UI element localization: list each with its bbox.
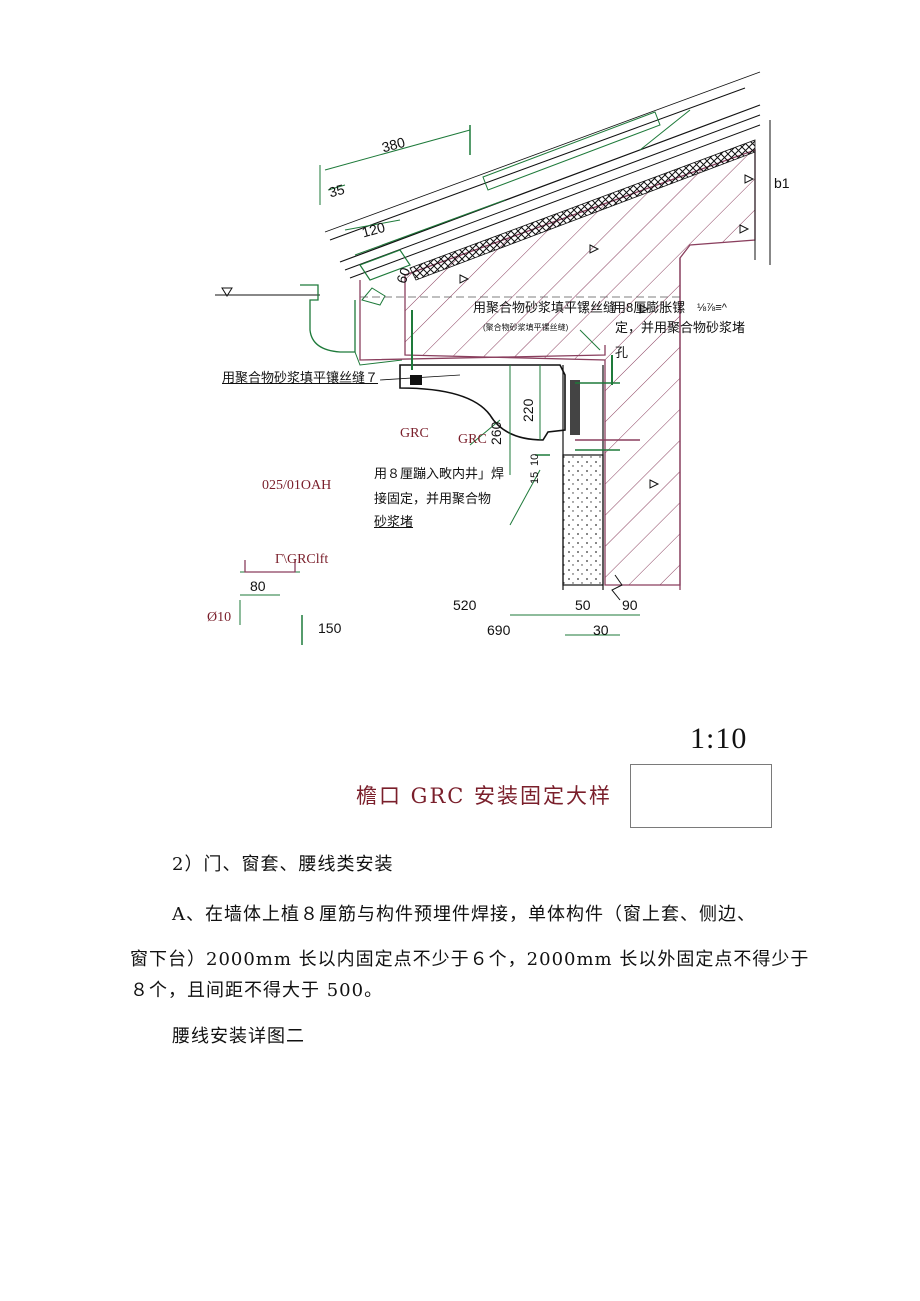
note-embed-2: 接固定，并用聚合物 xyxy=(374,491,492,506)
dim-520: 520 xyxy=(453,597,477,613)
dim-15: 15 xyxy=(529,471,541,484)
dim-90: 90 xyxy=(622,597,638,613)
note-embed-3: 砂浆堵 xyxy=(374,514,414,529)
label-code: 025/01OAH xyxy=(262,478,332,493)
eaves-grc-detail-drawing xyxy=(215,71,771,645)
dim-220: 220 xyxy=(520,398,536,422)
dim-b1: b1 xyxy=(774,175,790,191)
label-grc-b: GRC xyxy=(458,432,487,447)
drawing-title: 檐口 GRC 安装固定大样 xyxy=(356,784,613,808)
title-block-box xyxy=(630,764,772,828)
subheading: 腰线安装详图二 xyxy=(172,1026,305,1047)
label-bar-diameter: Ø10 xyxy=(207,610,232,625)
dim-10: 10 xyxy=(529,453,541,466)
dim-150: 150 xyxy=(318,620,342,636)
note-mortar-fill-top-sub: (聚合物砂浆填平镙丝缝) xyxy=(483,323,569,332)
dim-50: 50 xyxy=(575,597,591,613)
note-mortar-fill-left: 用聚合物砂浆填平镶丝缝７ xyxy=(222,370,379,385)
dim-690: 690 xyxy=(487,622,511,638)
dim-80: 80 xyxy=(250,578,266,594)
paragraph-line-2: 窗下台）2000mm 长以内固定点不少于６个，2000mm 长以外固定点不得少于 xyxy=(130,949,810,970)
note-embed-1: 用８厘蹦入畋内井」焊 xyxy=(374,466,505,481)
grc-cornice xyxy=(399,364,566,441)
note-mortar-fill-top: 用聚合物砂浆填平镙丝缝 xyxy=(473,300,617,315)
note-expansion-bolt-3: 孔 xyxy=(615,345,629,360)
paragraph-line-3: ８个，且间距不得大于 500。 xyxy=(130,980,384,1001)
label-grc-detail: Γ\GRClft xyxy=(275,552,329,567)
insulation-layer xyxy=(409,139,756,281)
dim-30: 30 xyxy=(593,622,609,638)
paragraph-line-1: A、在墙体上植８厘筋与构件预埋件焊接，单体构件（窗上套、侧边、 xyxy=(172,904,756,925)
gutter-profile xyxy=(300,284,356,353)
drawing-scale: 1:10 xyxy=(690,722,748,755)
section-heading: 2）门、窗套、腰线类安装 xyxy=(172,854,394,875)
label-grc-a: GRC xyxy=(400,426,429,441)
note-expansion-bolt-2: 定，并用聚合物砂浆堵 xyxy=(615,320,746,335)
dim-260: 260 xyxy=(488,421,504,445)
note-expansion-bolt-sym: ⅛⅞≡^ xyxy=(697,302,727,314)
concrete-column xyxy=(562,454,604,586)
note-expansion-bolt-1: 用8厘膨胀镙 xyxy=(613,300,686,315)
